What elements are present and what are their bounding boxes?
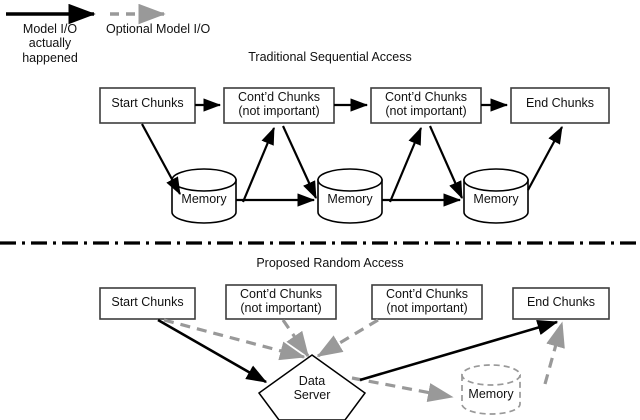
bottom-optional-arrows (163, 318, 565, 402)
memory-3-cylinder (463, 168, 529, 224)
data-server-pentagon (257, 354, 367, 420)
memory-optional-cylinder (461, 364, 521, 415)
memory-2-cylinder (317, 168, 383, 224)
top-flow-arrows (141, 98, 563, 207)
bottom-actual-arrows (157, 318, 559, 384)
bottom-boxes-outline (99, 284, 610, 320)
memory-1-cylinder (171, 168, 237, 224)
